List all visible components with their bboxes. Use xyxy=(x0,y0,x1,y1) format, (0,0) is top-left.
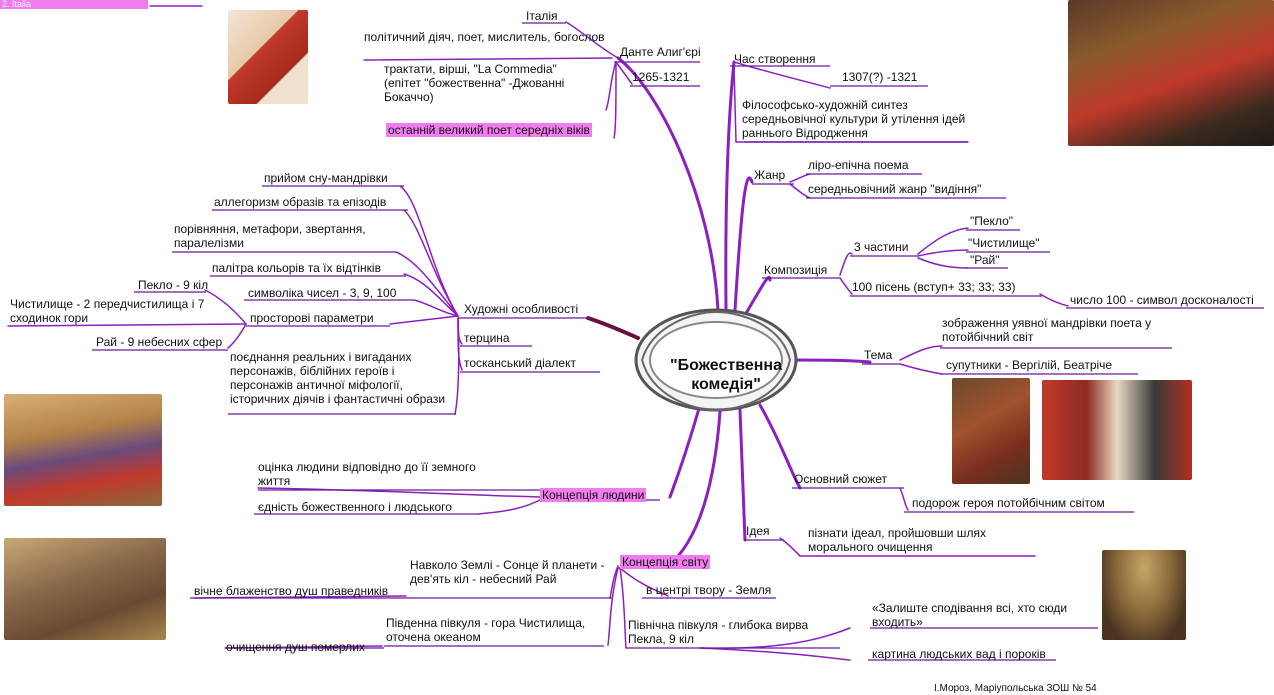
central-emblem xyxy=(634,308,798,412)
world-title: Концепція світу xyxy=(620,555,711,569)
composition-songs: 100 пісень (вступ+ 33; 33; 33) xyxy=(852,280,1016,294)
paradise-fresco-image xyxy=(4,394,162,506)
genre-lyric: ліро-епічна поема xyxy=(808,158,909,172)
art-tuscan: тосканський діалект xyxy=(464,356,576,370)
dante-last-poet: останній великий поет середніх віків xyxy=(386,123,592,137)
dante-title: Данте Алиг'єрі xyxy=(620,45,701,59)
art-allegory: аллегоризм образів та епізодів xyxy=(214,195,387,209)
composition-purgatory: "Чистилище" xyxy=(968,236,1040,250)
art-space: просторові параметри xyxy=(250,311,374,325)
theme-journey: зображення уявної мандрівки поета у пото… xyxy=(942,316,1152,344)
art-purgatory: Чистилище - 2 передчистилища і 7 сходино… xyxy=(10,297,205,325)
central-title-line2: комедія" xyxy=(691,376,761,393)
world-vices: картина людських вад і пороків xyxy=(872,647,1046,661)
world-around: Навколо Землі - Сонце й планети - дев'ят… xyxy=(410,558,605,586)
corner-label: 2. Italia xyxy=(0,0,148,9)
time-synthesis: Філософсько-художній синтез середньовічн… xyxy=(742,98,966,140)
art-paradise9: Рай - 9 небесних сфер xyxy=(96,335,223,349)
plot-text: подорож героя потойбічним світом xyxy=(912,496,1105,510)
composition-paradise: "Рай" xyxy=(970,253,1000,267)
theme-title: Тема xyxy=(864,348,893,362)
human-value: оцінка людини відповідно до її земного ж… xyxy=(258,460,476,488)
genre-title: Жанр xyxy=(754,168,786,182)
composition-hundred: число 100 - символ досконалості xyxy=(1070,293,1254,307)
human-title: Концепція людини xyxy=(540,488,647,502)
time-title: Час створення xyxy=(734,52,816,66)
dante-works: трактати, вірші, "La Commedia" (епітет "… xyxy=(384,62,565,104)
plot-title: Основний сюжет xyxy=(794,472,888,486)
idea-title: Ідея xyxy=(746,524,770,538)
art-numbers: символіка чисел - 3, 9, 100 xyxy=(248,286,397,300)
theme-companions: супутники - Вергілій, Беатріче xyxy=(946,358,1113,372)
author-footer: І.Мороз, Маріупольська ЗОШ № 54 xyxy=(934,683,1097,694)
composition-hell: "Пекло" xyxy=(970,214,1014,228)
art-hell9: Пекло - 9 кіл xyxy=(138,278,209,292)
composition-title: Композиція xyxy=(764,263,828,277)
art-tropes: порівняння, метафори, звертання, паралел… xyxy=(174,222,366,250)
dante-painting-image xyxy=(1068,0,1274,146)
art-dream: прийом сну-мандрівки xyxy=(264,171,388,185)
dante-years: 1265-1321 xyxy=(632,70,690,84)
hell-crowd-image xyxy=(4,538,166,640)
dante-italy: Італія xyxy=(526,9,558,23)
central-title-line1: "Божественна xyxy=(670,357,782,374)
art-terza: терцина xyxy=(464,331,510,345)
composition-parts: 3 частини xyxy=(854,240,909,254)
dante-roles: політичний діяч, поет, мислитель, богосл… xyxy=(364,30,605,44)
virgil-dante-image xyxy=(952,378,1030,484)
art-title: Художні особливості xyxy=(464,302,579,316)
inferno-map-image xyxy=(1102,550,1186,640)
genre-vision: середньовічний жанр "видіння" xyxy=(808,182,982,196)
world-cleansing: очищення душ померлих xyxy=(226,640,365,654)
world-north: Північна півкуля - глибока вирва Пекла, … xyxy=(628,618,809,646)
central-title: "Божественна комедія" xyxy=(660,356,792,394)
world-south: Південна півкуля - гора Чистилища, оточе… xyxy=(386,616,586,644)
beatrice-image xyxy=(1042,380,1192,480)
time-years: 1307(?) -1321 xyxy=(842,70,918,84)
world-bliss: вічне блаженство душ праведників xyxy=(194,584,389,598)
dante-portrait-image xyxy=(228,10,308,104)
world-abandon: «Залиште сподівання всі, хто сюди входит… xyxy=(872,601,1068,629)
idea-text: пізнати ідеал, пройшовши шлях морального… xyxy=(808,526,986,554)
world-earth-center: в центрі твору - Земля xyxy=(646,583,772,597)
art-characters-mix: поєднання реальних і вигаданих персонажі… xyxy=(230,350,446,406)
human-unity: єдність божественного і людського xyxy=(258,500,452,514)
art-palette: палітра кольорів та їх відтінків xyxy=(212,261,381,275)
